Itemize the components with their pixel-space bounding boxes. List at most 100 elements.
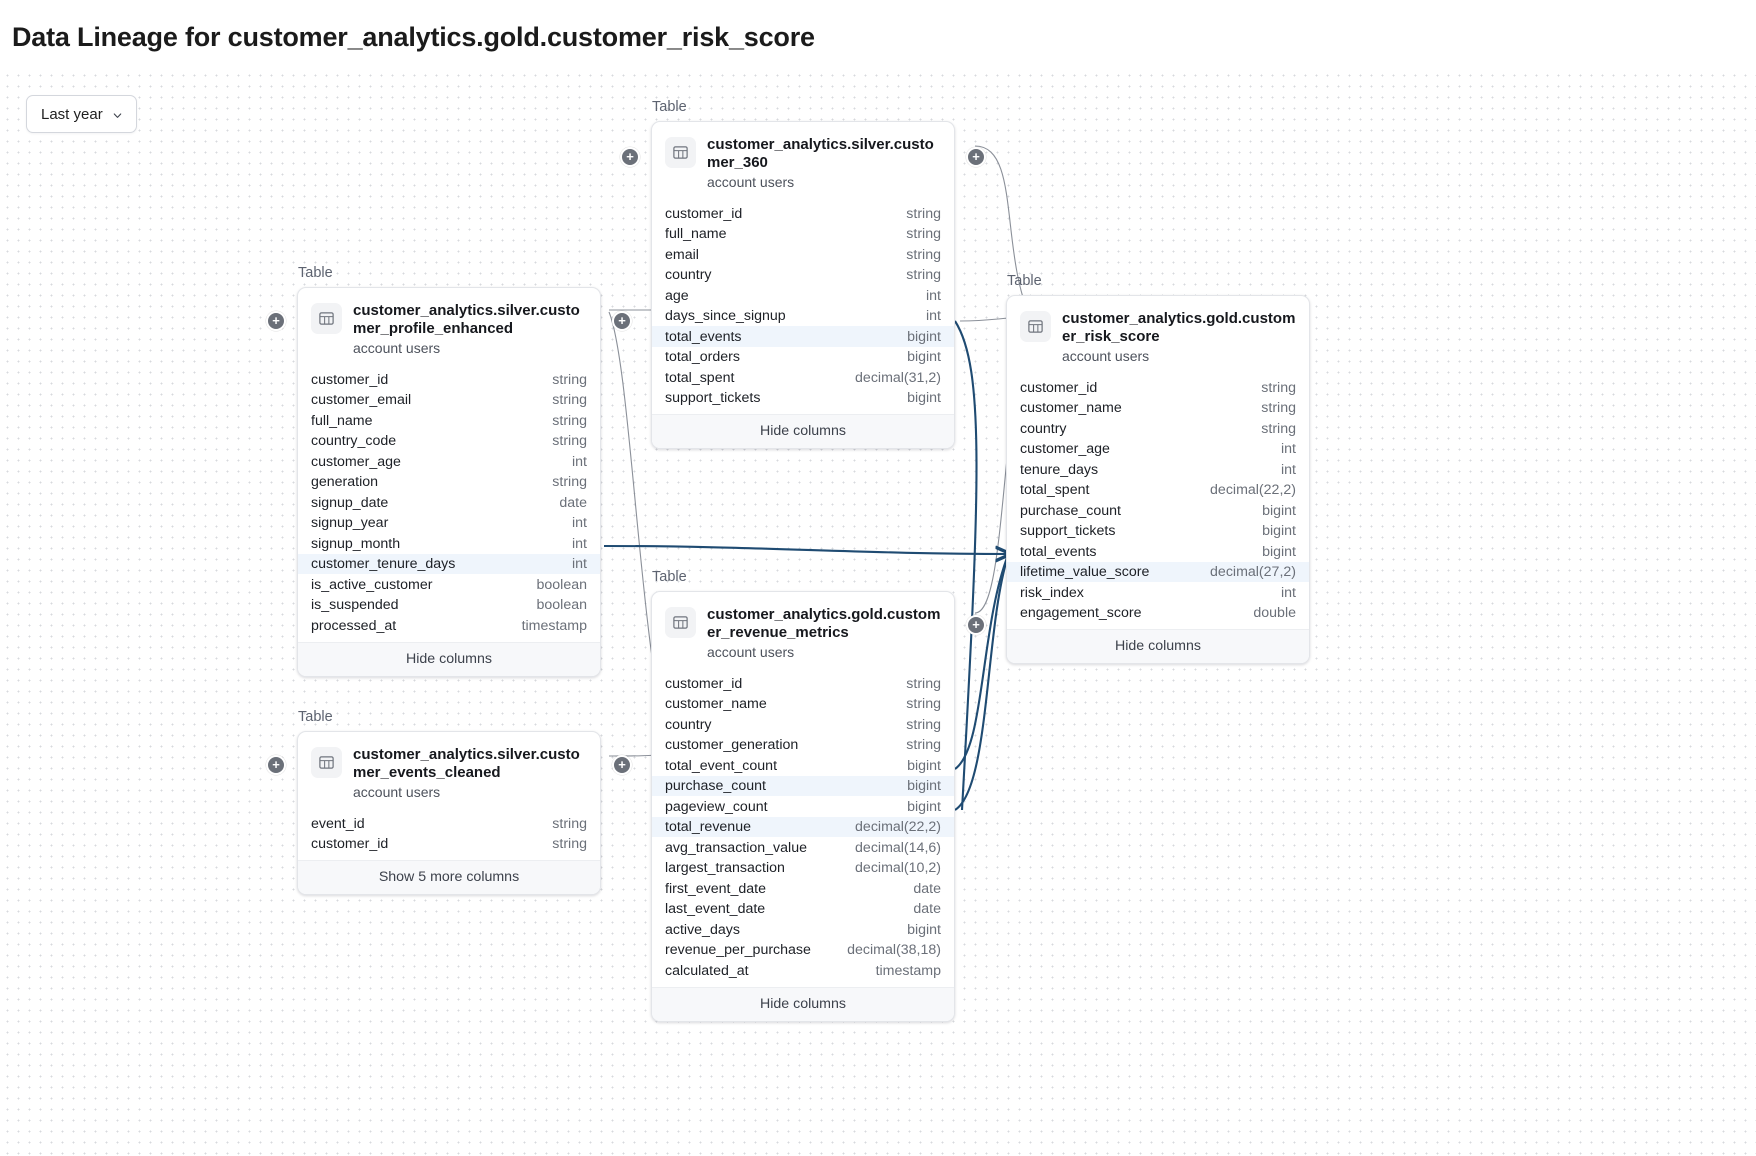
column-type: string	[1261, 379, 1296, 396]
expand-upstream-button[interactable]: +	[266, 755, 286, 775]
expand-downstream-button[interactable]: +	[966, 615, 986, 635]
column-type: string	[906, 267, 941, 284]
time-range-dropdown[interactable]: Last year	[26, 95, 137, 133]
column-row[interactable]: total_spent decimal(31,2)	[652, 367, 954, 388]
column-name: total_events	[1020, 543, 1097, 560]
column-name: tenure_days	[1020, 461, 1099, 478]
column-type: decimal(27,2)	[1210, 564, 1296, 581]
node-customer_risk_score[interactable]: Table customer_analytics.gold.customer_r…	[1006, 273, 1310, 665]
column-type: string	[1261, 400, 1296, 417]
node-kind-label: Table	[298, 265, 333, 281]
column-type: decimal(31,2)	[855, 369, 941, 386]
column-name: total_spent	[665, 369, 735, 386]
expand-downstream-button[interactable]: +	[612, 311, 632, 331]
hide-columns-button[interactable]: Hide columns	[652, 986, 954, 1021]
node-customer_events_cleaned[interactable]: Table + + customer_analytics.silver.cust…	[266, 709, 632, 896]
lineage-canvas[interactable]: Last year Table + + customer_analytics.s…	[0, 68, 1756, 1156]
column-name: purchase_count	[1020, 502, 1121, 519]
column-name: signup_month	[311, 535, 401, 552]
hide-columns-button[interactable]: Hide columns	[298, 641, 600, 676]
expand-downstream-button[interactable]: +	[966, 147, 986, 167]
expand-downstream-button[interactable]: +	[612, 755, 632, 775]
node-kind-label: Table	[298, 709, 333, 725]
column-row[interactable]: purchase_count bigint	[1007, 500, 1309, 521]
column-type: bigint	[907, 798, 941, 815]
column-name: support_tickets	[665, 390, 761, 407]
hide-columns-button[interactable]: Hide columns	[1007, 629, 1309, 664]
node-customer_revenue_metrics[interactable]: Table + customer_analytics.gold.customer…	[651, 569, 986, 1022]
column-name: customer_id	[665, 205, 743, 222]
node-customer_360[interactable]: Table + + customer_analytics.silver.cust…	[620, 99, 986, 450]
hide-columns-button[interactable]: Hide columns	[652, 414, 954, 449]
column-type: boolean	[536, 576, 588, 593]
column-name: is_active_customer	[311, 576, 433, 593]
column-type: bigint	[907, 390, 941, 407]
expand-upstream-button[interactable]: +	[620, 147, 640, 167]
expand-upstream-button[interactable]: +	[266, 311, 286, 331]
column-row[interactable]: support_tickets bigint	[652, 388, 954, 409]
node-subtitle: account users	[1062, 348, 1150, 365]
node-header: customer_analytics.silver.customer_360 a…	[652, 122, 954, 199]
column-name: country	[665, 716, 712, 733]
show-more-columns-button[interactable]: Show 5 more columns	[298, 860, 600, 895]
column-row[interactable]: is_active_customer boolean	[298, 574, 600, 595]
column-type: bigint	[1262, 502, 1296, 519]
node-title: customer_analytics.silver.customer_event…	[353, 746, 580, 781]
node-customer_profile_enhanced[interactable]: Table + + customer_analytics.silver.cust…	[266, 265, 632, 677]
column-type: int	[1281, 584, 1296, 601]
column-name: total_spent	[1020, 482, 1090, 499]
node-subtitle: account users	[353, 784, 441, 801]
column-type: decimal(14,6)	[855, 839, 941, 856]
column-name: customer_generation	[665, 737, 799, 754]
